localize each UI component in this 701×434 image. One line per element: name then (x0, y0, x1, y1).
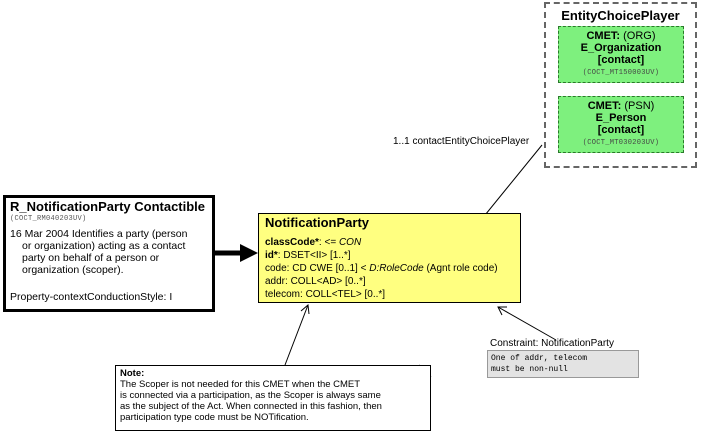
description-line: organization (scoper). (22, 264, 124, 276)
entry-arrow-head (240, 244, 258, 262)
cmet-prefix: CMET: (586, 30, 621, 42)
cmet-name: E_Person (595, 112, 647, 124)
attribute-class-code: classCode*: <= CON (265, 237, 362, 248)
cmet-code: (COCT_MT030203UV) (582, 139, 660, 147)
entity-choice-player-box[interactable]: EntityChoicePlayer CMET: (ORG) E_Organiz… (544, 2, 697, 168)
association-label: 1..1 contactEntityChoicePlayer (393, 136, 530, 147)
constraint-anchor-line (497, 306, 557, 341)
cmet-qualifier: [contact] (597, 124, 645, 136)
conduction-style: Property-contextConductionStyle: I (10, 291, 173, 303)
entry-point-box[interactable]: R_NotificationParty Contactible (COCT_RM… (3, 195, 215, 312)
entity-choice-title: EntityChoicePlayer (561, 8, 680, 23)
entry-point-title: R_NotificationParty Contactible (10, 199, 206, 214)
description-line: 16 Mar 2004 Identifies a party (person (10, 228, 188, 240)
description-line: or organization) acting as a contact (22, 240, 186, 252)
note-heading: Note: (120, 368, 145, 379)
note-line: is connected via a participation, as the… (120, 390, 381, 401)
note-box[interactable]: Note: The Scoper is not needed for this … (115, 365, 431, 431)
cmet-kind: (ORG) (620, 30, 656, 42)
cmet-qualifier: [contact] (597, 54, 645, 66)
entry-point-code: (COCT_RM040203UV) (10, 215, 87, 223)
class-title: NotificationParty (265, 215, 370, 230)
cmet-prefix: CMET: (587, 100, 622, 112)
attribute-addr: addr: COLL<AD> [0..*] (265, 276, 366, 287)
note-line: as the subject of the Act. When connecte… (120, 401, 382, 412)
constraint-line: must be non-null (491, 365, 568, 374)
note-line: participation type code must be NOTifica… (120, 412, 309, 423)
attribute-telecom: telecom: COLL<TEL> [0..*] (265, 289, 386, 300)
constraint-box[interactable]: One of addr, telecom must be non-null (487, 350, 639, 378)
notification-party-class-box[interactable]: NotificationParty classCode*: <= CON id*… (258, 213, 521, 303)
cmet-person-box[interactable]: CMET: (PSN) E_Person [contact] (COCT_MT0… (558, 96, 684, 153)
note-arrowhead (300, 304, 310, 315)
cmet-code: (COCT_MT150003UV) (582, 69, 660, 77)
description-line: party on behalf of a person or (22, 252, 160, 264)
cmet-name: E_Organization (580, 42, 662, 54)
note-line: The Scoper is not needed for this CMET w… (120, 379, 361, 390)
cmet-organization-box[interactable]: CMET: (ORG) E_Organization [contact] (CO… (558, 26, 684, 83)
note-anchor-line (284, 304, 309, 366)
cmet-kind: (PSN) (621, 100, 655, 112)
constraint-line: One of addr, telecom (491, 354, 588, 363)
attribute-id: id*: DSET<II> [1..*] (265, 250, 351, 261)
attribute-code: code: CD CWE [0..1] < D:RoleCode (Agnt r… (265, 263, 498, 274)
constraint-arrowhead (497, 306, 507, 316)
constraint-label: Constraint: NotificationParty (490, 338, 614, 349)
entry-point-description: 16 Mar 2004 Identifies a party (person o… (10, 228, 210, 276)
